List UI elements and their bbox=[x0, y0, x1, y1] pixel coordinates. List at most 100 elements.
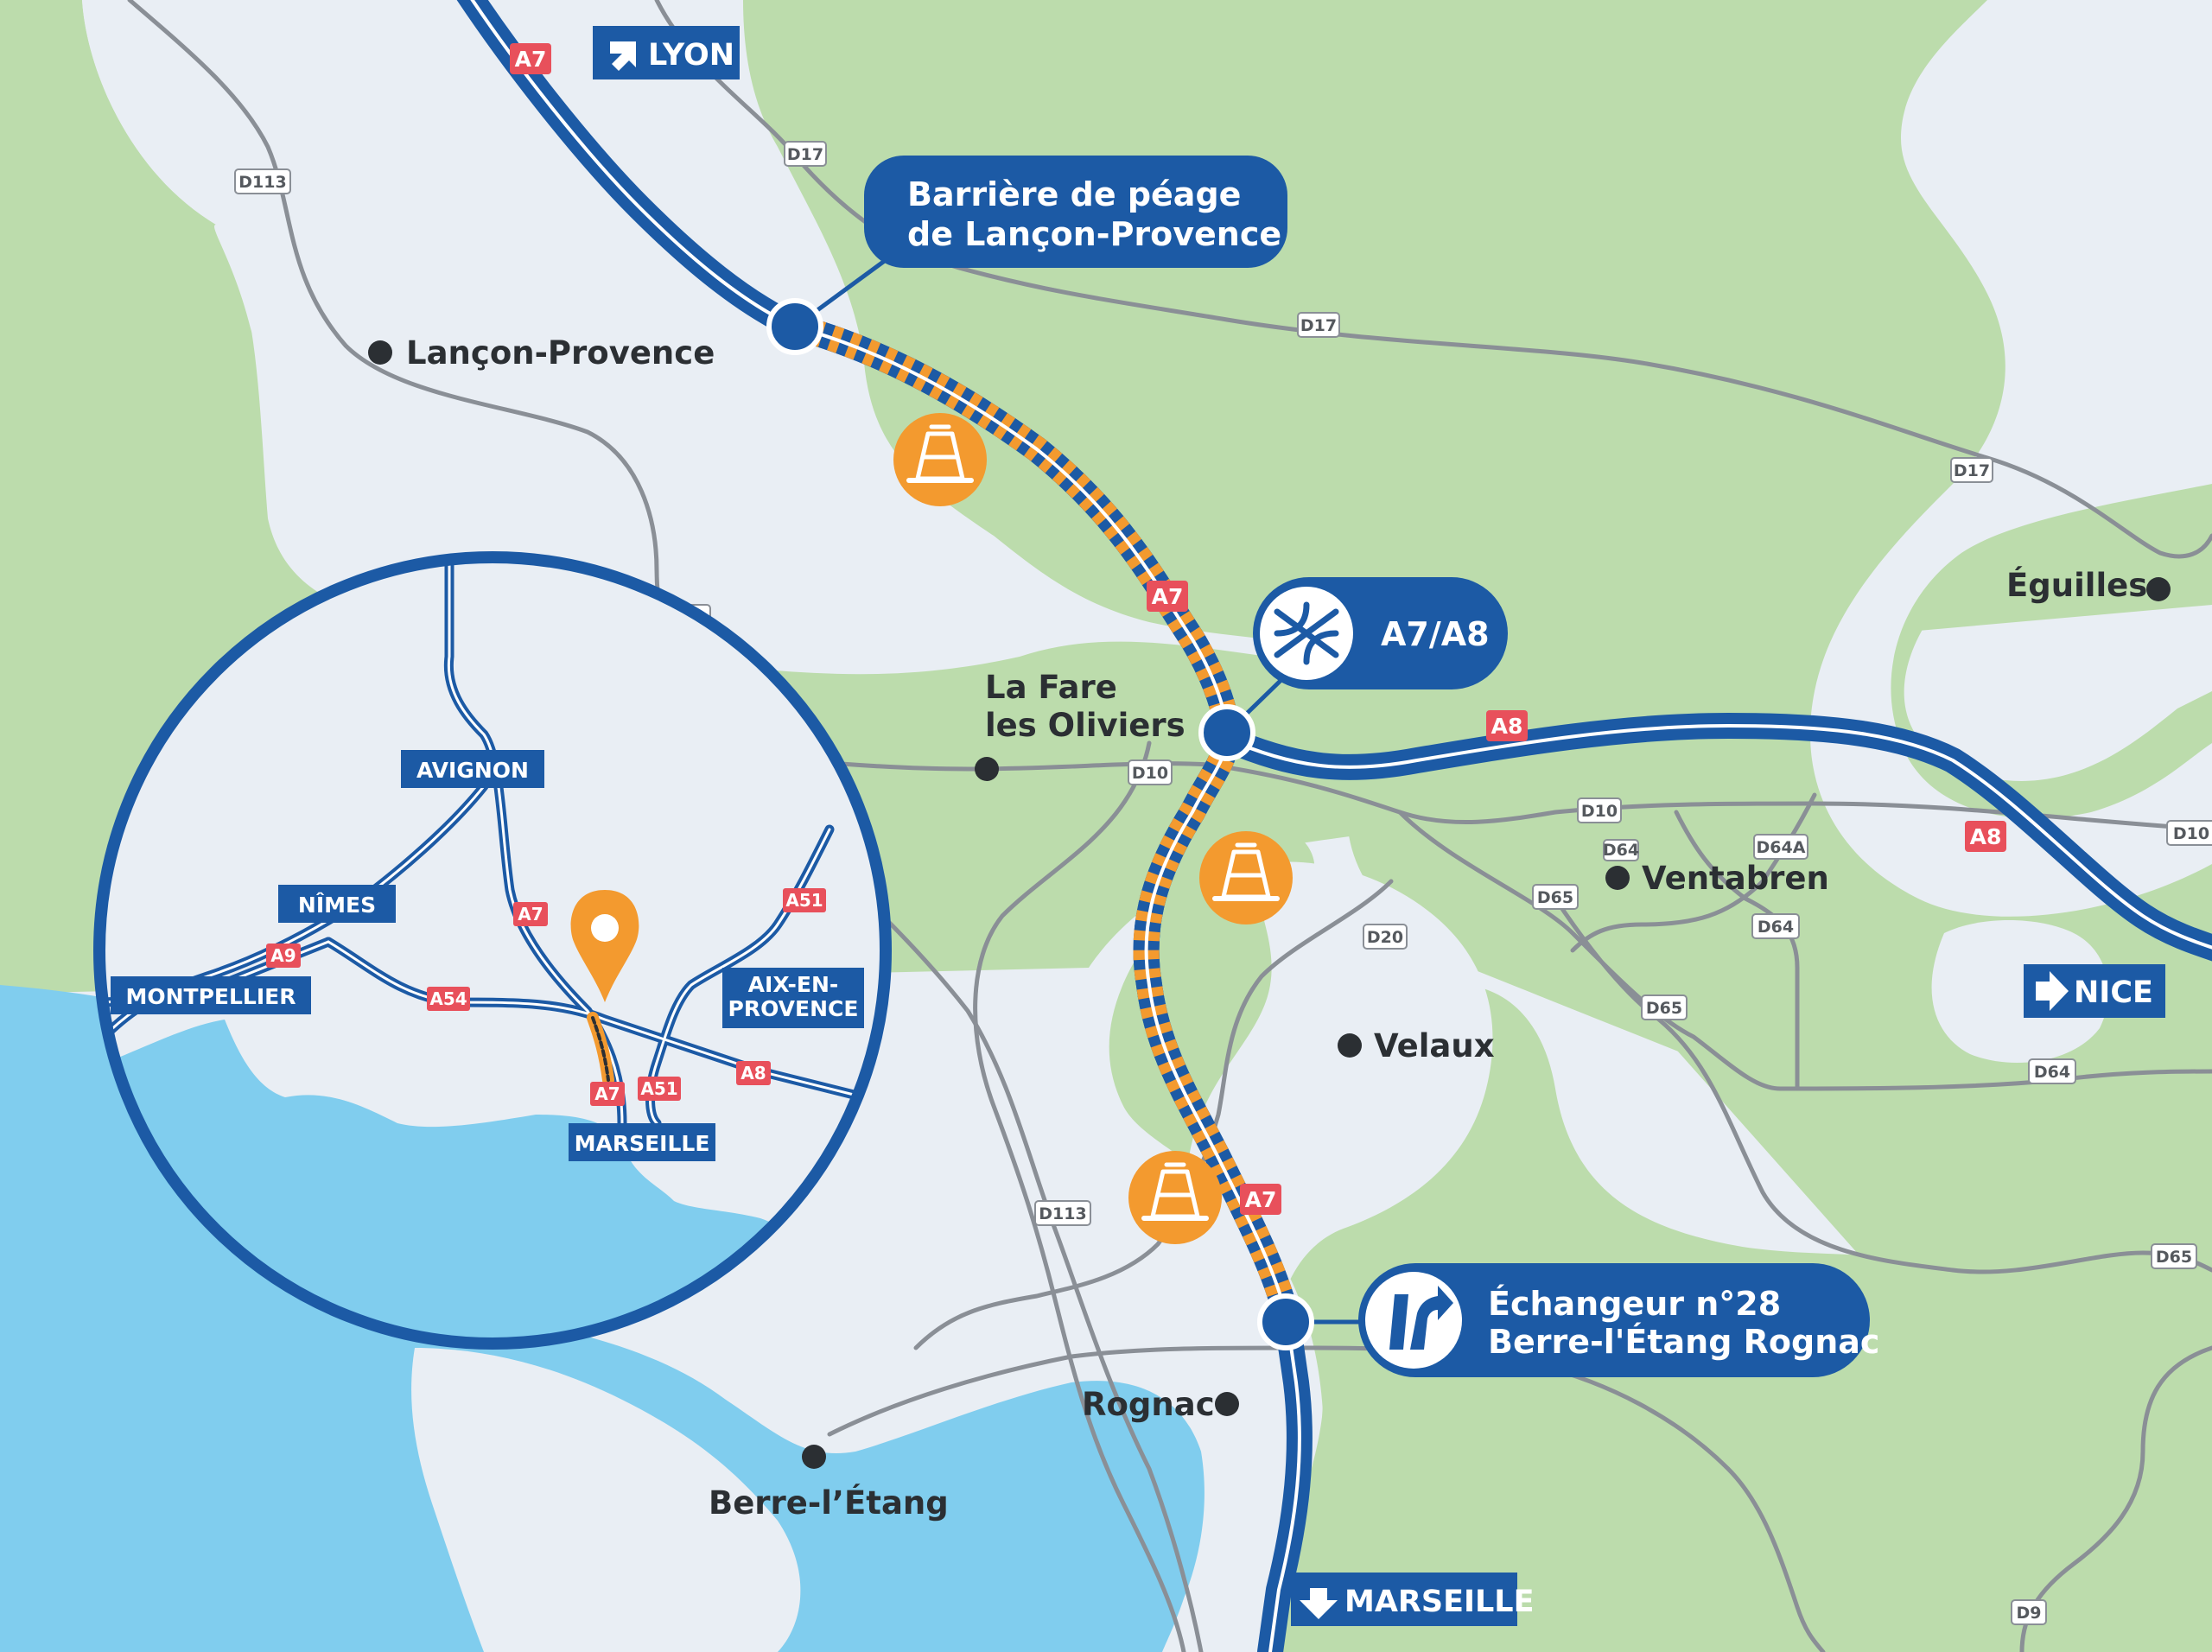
svg-text:Rognac: Rognac bbox=[1082, 1386, 1215, 1423]
toll-barrier-node bbox=[766, 298, 823, 355]
road-works-section bbox=[791, 314, 1300, 1325]
svg-text:D65: D65 bbox=[1646, 999, 1682, 1018]
svg-text:NÎMES: NÎMES bbox=[298, 893, 376, 918]
svg-text:Éguilles: Éguilles bbox=[2006, 566, 2147, 604]
road-label-d9: D9 bbox=[2011, 1599, 2047, 1625]
arrow-up-right-icon bbox=[610, 41, 636, 71]
svg-text:D10: D10 bbox=[2173, 824, 2209, 843]
town-eguilles: Éguilles bbox=[2006, 566, 2171, 604]
inset-badge-a9: A9 bbox=[266, 944, 301, 968]
svg-text:D17: D17 bbox=[1954, 461, 1990, 480]
road-label-d17-a: D17 bbox=[784, 141, 827, 167]
arrow-right-icon bbox=[2036, 971, 2069, 1011]
road-label-d20: D20 bbox=[1363, 924, 1408, 950]
direction-sign-marseille: MARSEILLE bbox=[1291, 1573, 1535, 1626]
svg-text:D17: D17 bbox=[787, 145, 823, 164]
inset-city-nimes: NÎMES bbox=[278, 885, 396, 923]
town-ventabren: Ventabren bbox=[1605, 860, 1829, 897]
exit-arrow-icon bbox=[1389, 1286, 1453, 1350]
road-label-d65-a: D65 bbox=[1532, 884, 1579, 910]
inset-sea bbox=[99, 1020, 886, 1344]
road-label-d64a: D64A bbox=[1753, 834, 1808, 860]
exit-node bbox=[1257, 1293, 1314, 1350]
road-label-d64: D64 bbox=[1603, 839, 1639, 861]
svg-text:D10: D10 bbox=[1581, 802, 1618, 821]
svg-text:NICE: NICE bbox=[2074, 975, 2153, 1010]
town-lancon-provence: Lançon-Provence bbox=[368, 334, 715, 372]
svg-text:Berre-l'Étang Rognac: Berre-l'Étang Rognac bbox=[1488, 1323, 1879, 1361]
clearings bbox=[82, 0, 2212, 1348]
water-inner-land bbox=[411, 1348, 801, 1652]
town-rognac: Rognac bbox=[1082, 1386, 1239, 1423]
traffic-cone-icon bbox=[1128, 1151, 1222, 1244]
direction-sign-lyon: LYON bbox=[593, 26, 740, 79]
svg-text:A9: A9 bbox=[270, 945, 296, 966]
interchange-icon bbox=[1274, 601, 1339, 665]
svg-text:Ventabren: Ventabren bbox=[1642, 860, 1829, 897]
callout-exit-28: Échangeur n°28 Berre-l'Étang Rognac bbox=[1257, 1263, 1879, 1377]
road-label-d64-b: D64 bbox=[1751, 913, 1800, 939]
road-label-d113-a: D113 bbox=[234, 168, 291, 194]
svg-text:LYON: LYON bbox=[648, 38, 734, 73]
town-velaux: Velaux bbox=[1338, 1027, 1495, 1064]
svg-text:D64: D64 bbox=[1603, 841, 1639, 860]
highway-badge-a8-mid: A8 bbox=[1486, 710, 1528, 741]
svg-text:AIX-EN-: AIX-EN- bbox=[748, 972, 839, 997]
svg-text:D64: D64 bbox=[2034, 1063, 2070, 1082]
svg-text:A7: A7 bbox=[515, 47, 547, 72]
inset-city-marseille: MARSEILLE bbox=[569, 1123, 715, 1161]
clearing-eguilles bbox=[1810, 0, 2212, 917]
highway-badge-a7-top: A7 bbox=[510, 43, 551, 74]
svg-text:A51: A51 bbox=[785, 890, 823, 911]
road-d113-south bbox=[973, 740, 1186, 1652]
svg-text:MARSEILLE: MARSEILLE bbox=[1344, 1585, 1535, 1619]
inset-badge-a8: A8 bbox=[736, 1061, 771, 1085]
svg-text:D113: D113 bbox=[1039, 1204, 1086, 1223]
svg-text:D65: D65 bbox=[2156, 1248, 2192, 1267]
svg-text:D113: D113 bbox=[238, 173, 286, 192]
svg-text:Barrière de péage: Barrière de péage bbox=[907, 175, 1241, 213]
road-label-d65-c: D65 bbox=[2151, 1243, 2197, 1269]
inset-badge-a7-north: A7 bbox=[513, 902, 548, 926]
inset-badge-a51-south: A51 bbox=[638, 1077, 681, 1101]
etang-de-berre bbox=[0, 985, 1205, 1652]
town-berre-l-etang: Berre-l’Étang bbox=[709, 1445, 949, 1522]
svg-text:MONTPELLIER: MONTPELLIER bbox=[126, 984, 296, 1009]
svg-text:Velaux: Velaux bbox=[1374, 1027, 1495, 1064]
arrow-down-icon bbox=[1300, 1588, 1338, 1619]
svg-text:D64A: D64A bbox=[1757, 838, 1806, 857]
svg-text:PROVENCE: PROVENCE bbox=[728, 996, 859, 1021]
inset-badge-a7-south: A7 bbox=[590, 1082, 625, 1106]
inset-badge-a51-north: A51 bbox=[783, 888, 826, 912]
works-segment-centerline bbox=[794, 325, 1289, 1323]
road-label-d10-c: D10 bbox=[2166, 820, 2212, 846]
road-d17-north bbox=[654, 0, 2212, 559]
svg-text:D20: D20 bbox=[1367, 928, 1403, 947]
a8-motorway-centerline bbox=[1225, 724, 2212, 950]
svg-text:MARSEILLE: MARSEILLE bbox=[575, 1131, 710, 1156]
direction-sign-nice: NICE bbox=[2024, 964, 2165, 1018]
junction-node bbox=[1198, 704, 1255, 761]
vegetation-d10-strip bbox=[1348, 800, 2062, 1113]
svg-text:D9: D9 bbox=[2017, 1604, 2042, 1623]
highway-badge-a8-right: A8 bbox=[1965, 821, 2006, 852]
svg-text:A51: A51 bbox=[640, 1078, 677, 1099]
svg-text:Échangeur n°28: Échangeur n°28 bbox=[1488, 1285, 1781, 1323]
inset-city-aix-en-provence: AIX-EN-PROVENCE bbox=[722, 968, 864, 1028]
location-pin-icon bbox=[570, 890, 639, 1002]
callout-a7-a8-junction: A7/A8 bbox=[1198, 577, 1508, 761]
svg-text:A54: A54 bbox=[429, 988, 467, 1009]
road-label-d10-a: D10 bbox=[1128, 759, 1173, 785]
svg-text:AVIGNON: AVIGNON bbox=[416, 758, 529, 783]
road-label-d17-c: D17 bbox=[1950, 457, 1993, 483]
traffic-cone-icon bbox=[1199, 831, 1293, 924]
inset-city-montpellier: MONTPELLIER bbox=[111, 976, 311, 1014]
svg-text:Lançon-Provence: Lançon-Provence bbox=[406, 334, 715, 372]
inset-city-avignon: AVIGNON bbox=[401, 750, 544, 788]
svg-text:D17: D17 bbox=[1300, 316, 1337, 335]
svg-text:A7: A7 bbox=[1152, 584, 1184, 609]
svg-text:A7: A7 bbox=[594, 1083, 620, 1104]
svg-text:A7: A7 bbox=[1245, 1187, 1277, 1212]
